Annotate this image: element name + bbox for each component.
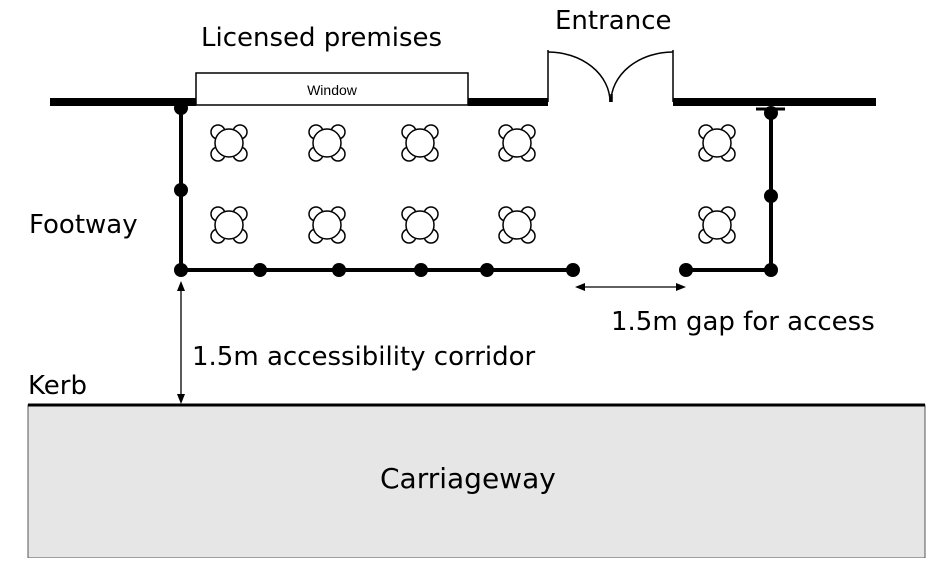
barrier-post (332, 263, 346, 277)
table-set (498, 124, 536, 162)
carriageway-label: Carriageway (380, 462, 556, 495)
table-set (210, 206, 248, 244)
barrier-post (480, 263, 494, 277)
barrier-post (764, 106, 778, 120)
table (312, 210, 342, 240)
barrier-post (174, 263, 188, 277)
table (214, 210, 244, 240)
barrier-post (174, 183, 188, 197)
table-set (698, 206, 736, 244)
table-set (498, 206, 536, 244)
barrier-post (253, 263, 267, 277)
table (405, 128, 435, 158)
table-set (401, 206, 439, 244)
entrance-doors (547, 50, 674, 103)
table-set (401, 124, 439, 162)
barrier-post (764, 263, 778, 277)
table (702, 128, 732, 158)
carriageway-area (27, 404, 926, 559)
table (702, 210, 732, 240)
barrier (179, 107, 785, 272)
barrier-post (414, 263, 428, 277)
barrier-posts (174, 101, 778, 277)
window-label: Window (307, 82, 357, 98)
kerb-label: Kerb (28, 371, 87, 401)
accessibility-corridor-label: 1.5m accessibility corridor (192, 342, 536, 372)
gap-dimension-arrow (575, 283, 686, 291)
table (502, 128, 532, 158)
table (405, 210, 435, 240)
table-set (308, 124, 346, 162)
table-set (698, 124, 736, 162)
barrier-post (174, 101, 188, 115)
barrier-post (679, 263, 693, 277)
gap-for-access-label: 1.5m gap for access (611, 307, 875, 337)
footway-label: Footway (29, 210, 138, 240)
barrier-post (566, 263, 580, 277)
table (214, 128, 244, 158)
barrier-post (764, 189, 778, 203)
table-set (210, 124, 248, 162)
table (502, 210, 532, 240)
corridor-dimension-arrow (177, 281, 185, 404)
table-set (308, 206, 346, 244)
table-sets (210, 124, 736, 244)
licensed-premises-label: Licensed premises (201, 23, 443, 53)
window-box (195, 72, 469, 106)
entrance-label: Entrance (555, 6, 672, 36)
table (312, 128, 342, 158)
